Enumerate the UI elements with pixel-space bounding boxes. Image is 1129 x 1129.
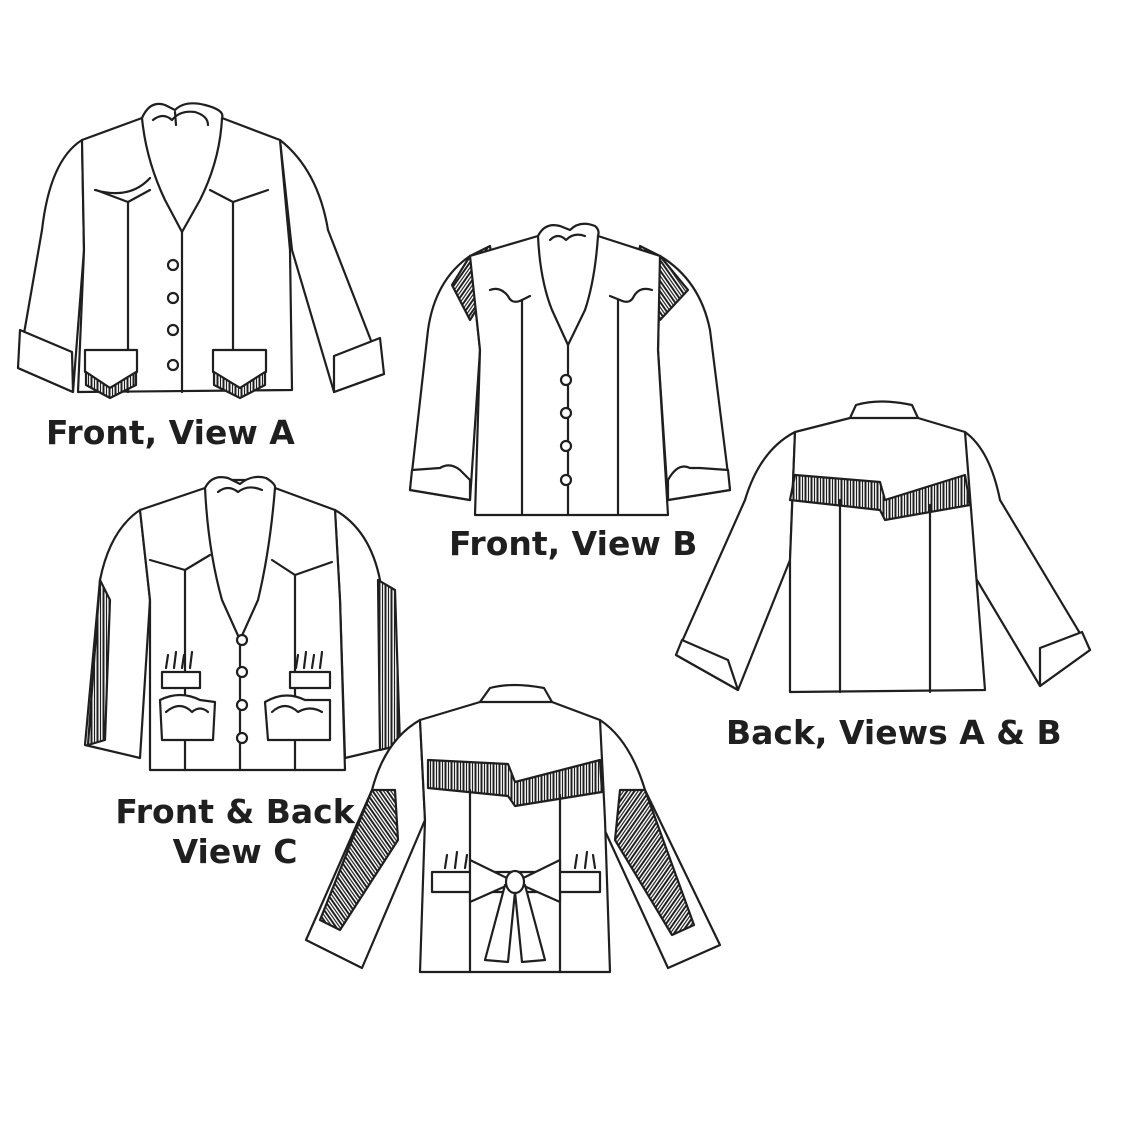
label-front-view-a: Front, View A	[46, 413, 295, 452]
label-front-back-view-c-line2: View C	[172, 831, 298, 871]
label-front-back-view-c-line1: Front & Back	[115, 792, 355, 831]
jacket-back-view-c	[304, 683, 722, 974]
label-front-view-b: Front, View B	[449, 524, 698, 563]
jacket-front-view-c	[83, 475, 402, 772]
label-back-views-a-b: Back, Views A & B	[726, 713, 1062, 752]
label-front-back-view-c: Front & Back View C	[110, 792, 360, 871]
jacket-front-view-b	[408, 222, 732, 517]
jacket-back-views-a-b	[674, 400, 1092, 694]
jacket-front-view-a	[16, 102, 386, 400]
